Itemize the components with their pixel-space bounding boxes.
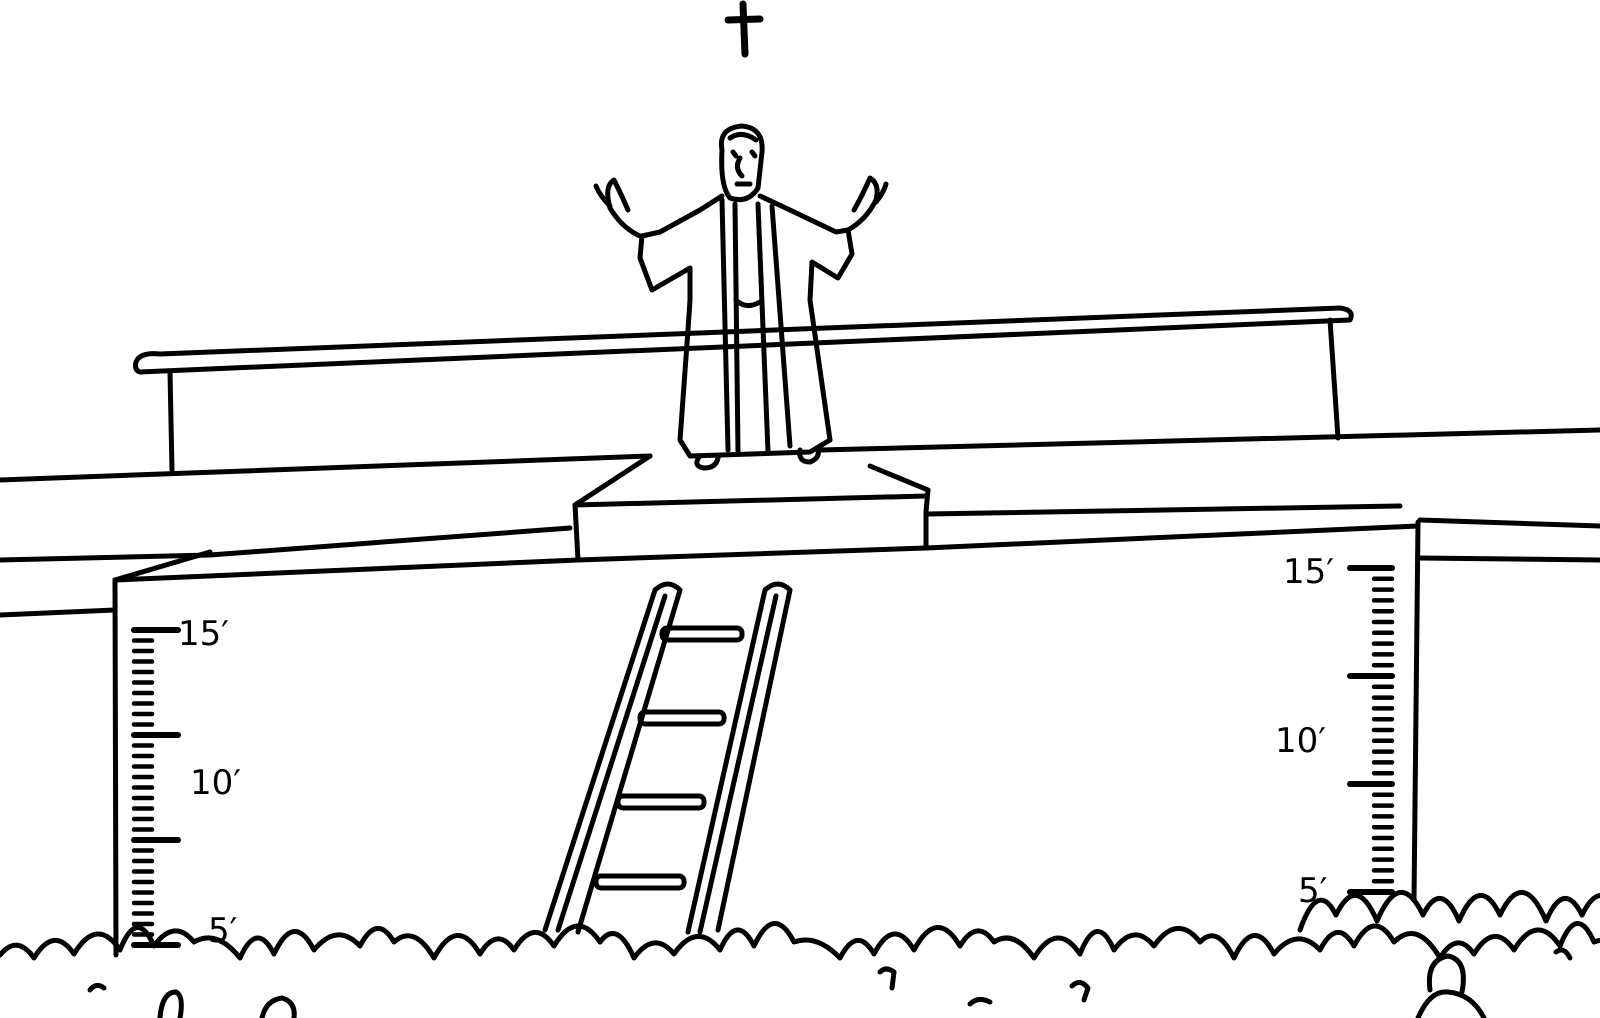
foreground-heads xyxy=(87,947,1573,1018)
left-ruler-label-15: 15′ xyxy=(178,614,229,654)
right-ruler xyxy=(1347,565,1395,895)
crowd-heads-outline xyxy=(0,921,1600,961)
tall-block xyxy=(112,519,1421,958)
stage-platform xyxy=(0,427,1600,618)
cross-icon xyxy=(724,0,764,58)
left-ruler-label-10: 10′ xyxy=(190,763,241,803)
priest-figure xyxy=(593,123,889,471)
left-ruler xyxy=(131,627,181,948)
ladder xyxy=(542,581,793,935)
crowd-heads-outline-right xyxy=(1297,890,1600,933)
back-railing xyxy=(133,305,1354,473)
right-ruler-label-10: 10′ xyxy=(1275,721,1326,761)
crowd xyxy=(0,890,1600,961)
right-ruler-label-15: 15′ xyxy=(1283,552,1334,592)
